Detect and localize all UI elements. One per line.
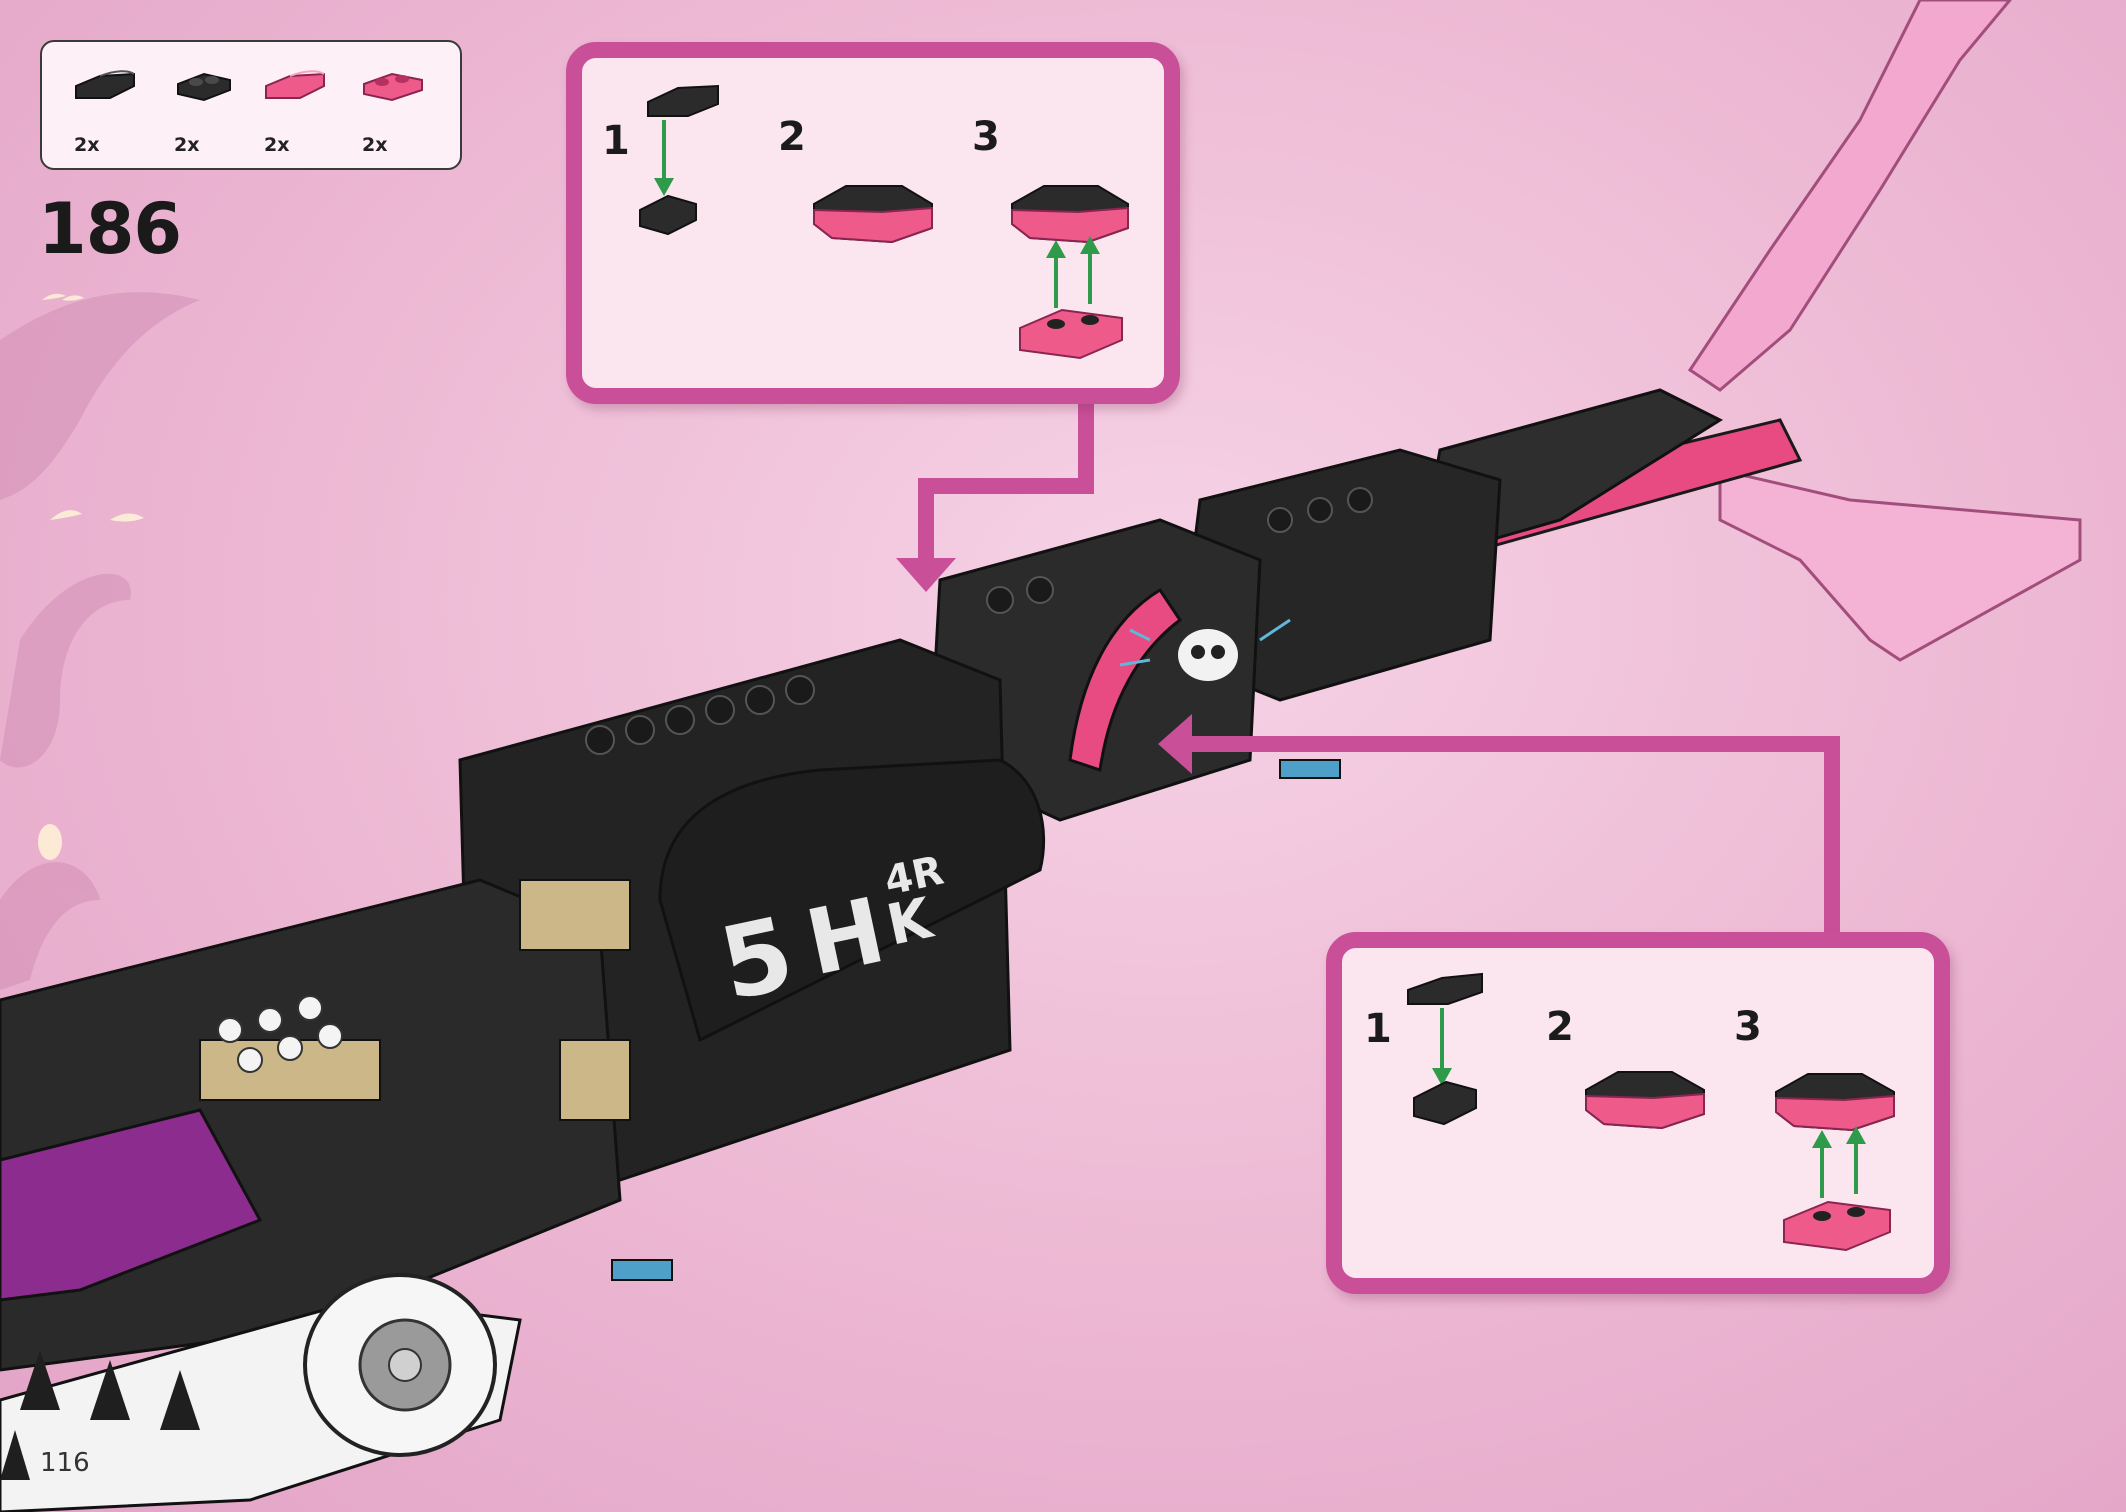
part-qty: 2x bbox=[74, 134, 100, 156]
grey-studs bbox=[217, 995, 343, 1073]
black-jumper-plate-icon bbox=[639, 194, 697, 236]
stud-icon bbox=[1847, 1207, 1865, 1217]
callout-bottom-diagram bbox=[1407, 972, 1895, 1252]
parts-list: 2x 2x 2x 2x bbox=[40, 40, 462, 170]
stud-icon bbox=[1047, 319, 1065, 329]
build-arrowhead-icon bbox=[1432, 1068, 1452, 1086]
part-qty: 2x bbox=[362, 134, 388, 156]
assembled-slope-pink-icon bbox=[1011, 206, 1129, 244]
build-arrowhead-icon bbox=[1080, 236, 1100, 254]
assembled-slope-pink-icon bbox=[1775, 1094, 1895, 1132]
part-qty: 2x bbox=[264, 134, 290, 156]
part-black-curved-slope: 2x bbox=[70, 56, 150, 156]
page-number: 116 bbox=[40, 1448, 90, 1478]
callout-subassembly-top: 1 2 3 bbox=[566, 42, 1180, 404]
sub-step-1: 1 bbox=[1364, 1006, 1392, 1052]
purple-side-panel bbox=[0, 1108, 263, 1302]
sub-step-2: 2 bbox=[1546, 1004, 1574, 1050]
build-arrowhead-icon bbox=[1812, 1130, 1832, 1148]
black-studs bbox=[585, 487, 1373, 755]
pink-plate-1x2-icon bbox=[363, 72, 423, 102]
callout-arrowhead-bottom bbox=[1158, 714, 1192, 774]
decal-panel: 5 H 4R K bbox=[658, 758, 1046, 1043]
build-arrowhead-icon bbox=[1046, 240, 1066, 258]
callout-subassembly-bottom: 1 2 3 bbox=[1326, 932, 1950, 1294]
black-curved-slope-icon bbox=[647, 84, 719, 117]
blue-connectors bbox=[611, 759, 1341, 1281]
spikes bbox=[0, 1350, 200, 1480]
black-jumper-plate-icon bbox=[1413, 1080, 1477, 1126]
build-arrowhead-icon bbox=[1846, 1126, 1866, 1144]
stud-icon bbox=[1081, 315, 1099, 325]
callout-arrow-top bbox=[918, 402, 1094, 560]
skull-decal bbox=[1119, 618, 1291, 681]
black-jumper-plate-icon bbox=[177, 72, 231, 102]
part-qty: 2x bbox=[174, 134, 200, 156]
pink-plate-1x2-icon bbox=[1783, 1200, 1891, 1252]
sub-step-1: 1 bbox=[602, 118, 630, 164]
step-number: 186 bbox=[38, 188, 182, 270]
part-pink-plate: 2x bbox=[358, 56, 438, 156]
assembled-slope-pink-icon bbox=[813, 206, 933, 244]
sub-step-2: 2 bbox=[778, 114, 806, 160]
part-black-jumper-plate: 2x bbox=[170, 56, 250, 156]
stud-icon bbox=[1813, 1211, 1831, 1221]
pink-plate-1x2-icon bbox=[1019, 308, 1123, 360]
callout-arrowhead-top bbox=[896, 558, 956, 592]
sub-step-3: 3 bbox=[972, 114, 1000, 160]
build-arrowhead-icon bbox=[654, 178, 674, 196]
tan-bricks bbox=[199, 879, 631, 1121]
callout-arrow-bottom bbox=[1190, 736, 1840, 934]
pink-arc-trim bbox=[1068, 587, 1183, 772]
glowing-eyes-decoration bbox=[38, 293, 144, 860]
black-curved-slope-icon bbox=[75, 70, 135, 99]
assembled-slope-pink-icon bbox=[1585, 1092, 1705, 1130]
callout-top-diagram bbox=[639, 84, 1129, 360]
part-pink-curved-slope: 2x bbox=[260, 56, 340, 156]
wheel bbox=[303, 1273, 497, 1457]
black-curved-slope-icon bbox=[1407, 972, 1483, 1005]
wing-spoiler bbox=[1687, 0, 2082, 662]
background-decoration bbox=[0, 292, 200, 990]
sub-step-3: 3 bbox=[1734, 1004, 1762, 1050]
pink-curved-slope-icon bbox=[265, 70, 325, 99]
